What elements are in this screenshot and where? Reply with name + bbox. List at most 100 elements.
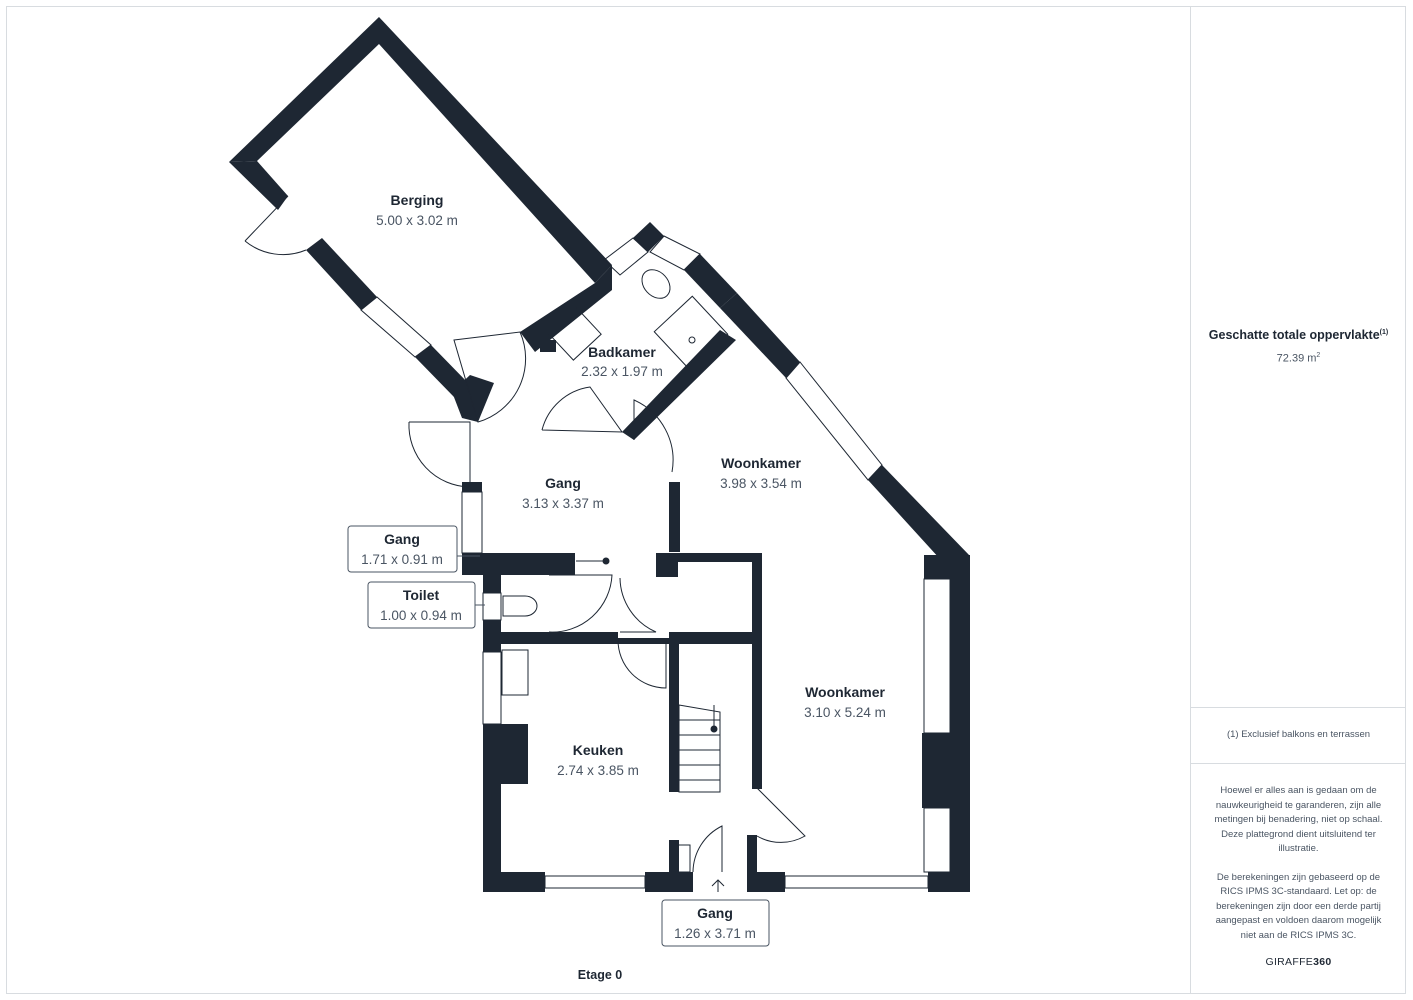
footnote: (1) Exclusief balkons en terrassen — [1226, 729, 1371, 740]
woonkamer-wall-diagonal-1 — [720, 293, 800, 378]
keuken-sink — [501, 649, 529, 696]
callout-gang-small: Gang 1.71 x 0.91 m — [347, 525, 480, 573]
door-gang-mid — [619, 577, 657, 633]
callout-dim-toilet: 1.00 x 0.94 m — [380, 608, 462, 623]
keuken-wall-top — [483, 638, 669, 644]
window-bottom-woonkamer — [784, 875, 929, 889]
bath-sink — [548, 307, 602, 361]
badkamer-wall-inner — [622, 330, 736, 440]
room-dim-gang: 3.13 x 3.37 m — [522, 496, 604, 511]
hall-wall-right — [752, 553, 762, 789]
brand-suffix: 360 — [1313, 956, 1332, 968]
woonkamer-wall-right-2 — [950, 555, 970, 892]
door-keuken — [617, 639, 667, 689]
gang-mid-block — [656, 553, 678, 577]
callout-dim-gang-hall: 1.26 x 3.71 m — [674, 926, 756, 941]
woonkamer-wall-diagonal-2 — [868, 465, 970, 570]
gang-mid-wall — [656, 553, 762, 562]
door-gang-berging — [453, 331, 527, 423]
bottom-wall-right — [928, 872, 970, 892]
room-name-keuken: Keuken — [573, 742, 624, 758]
berging-wall-top — [229, 17, 612, 283]
door-front-left — [408, 421, 471, 488]
total-area-note-ref: (1) — [1379, 328, 1389, 336]
switch-hall — [671, 844, 691, 873]
page-frame — [6, 6, 1406, 994]
window-bottom-keuken — [544, 875, 646, 889]
disclaimer-paragraph-2: De berekeningen zijn gebaseerd op de RIC… — [1215, 871, 1382, 941]
window-gang-left — [461, 491, 483, 554]
callout-name-gang-hall: Gang — [697, 905, 733, 921]
berging-wall-right — [520, 265, 612, 352]
toilet-bowl — [502, 595, 538, 617]
window-woonkamer-diagonal — [785, 361, 883, 481]
room-labels: Berging 5.00 x 3.02 m Badkamer 2.32 x 1.… — [376, 192, 886, 778]
hall-wall-left-2 — [669, 840, 679, 892]
room-dim-woonkamer-2: 3.10 x 5.24 m — [804, 705, 886, 720]
badkamer-wall-top — [633, 222, 664, 252]
hall-wall-right-2 — [747, 835, 757, 892]
window-woonkamer-right-b — [923, 807, 951, 873]
keuken-wall-block — [483, 724, 528, 784]
window-woonkamer-right-a — [923, 578, 951, 734]
door-berging — [244, 195, 307, 256]
door-woonkamer-top — [633, 399, 674, 473]
walls — [229, 17, 970, 892]
door-woonkamer-bottom — [756, 787, 806, 843]
door-toilet — [548, 574, 613, 633]
callout-toilet: Toilet 1.00 x 0.94 m — [367, 581, 485, 629]
callout-name-gang-small: Gang — [384, 531, 420, 547]
door-front-bottom — [711, 879, 725, 892]
room-dim-keuken: 2.74 x 3.85 m — [557, 763, 639, 778]
total-area-unit-sup: 2 — [1316, 352, 1321, 359]
badkamer-wall-right — [684, 254, 737, 308]
total-area-value-text: 72.39 m — [1276, 352, 1317, 365]
total-area-value: 72.39 m2 — [1191, 352, 1406, 365]
fixtures — [501, 269, 729, 873]
room-name-gang: Gang — [545, 475, 581, 491]
shower-drain — [688, 336, 696, 344]
callouts: Gang 1.71 x 0.91 m Toilet 1.00 x 0.94 m … — [347, 525, 770, 947]
bath-toilet — [641, 269, 671, 299]
gang-wall-left-v — [462, 482, 482, 492]
toilet-wall-left-1 — [483, 553, 501, 593]
woonkamer-wall-right-3 — [922, 733, 952, 808]
window-berging — [360, 296, 432, 358]
disclaimer: Hoewel er alles aan is gedaan om de nauw… — [1207, 784, 1390, 957]
window-toilet — [482, 592, 502, 621]
light-point-1 — [602, 557, 610, 565]
badkamer-corner — [540, 340, 556, 352]
brand-logo: GIRAFFE360 — [1191, 956, 1406, 968]
info-panel: Geschatte totale oppervlakte(1) 72.39 m2… — [1190, 6, 1406, 994]
door-hall-bottom — [692, 825, 723, 873]
room-name-badkamer: Badkamer — [588, 344, 656, 360]
light-point-2 — [710, 725, 718, 733]
window-badkamer-top — [603, 237, 649, 276]
room-dim-woonkamer-1: 3.98 x 3.54 m — [720, 476, 802, 491]
shower — [653, 295, 729, 371]
callout-name-toilet: Toilet — [403, 587, 440, 603]
hall-wall-top — [669, 632, 762, 644]
room-name-woonkamer-1: Woonkamer — [721, 455, 801, 471]
berging-wall-left-upper — [229, 161, 288, 210]
windows — [360, 235, 951, 889]
callout-gang-hall: Gang 1.26 x 3.71 m — [661, 899, 770, 947]
room-name-berging: Berging — [391, 192, 444, 208]
doors — [244, 195, 806, 892]
stairs — [678, 704, 721, 793]
room-dim-badkamer: 2.32 x 1.97 m — [581, 364, 663, 379]
room-name-woonkamer-2: Woonkamer — [805, 684, 885, 700]
disclaimer-paragraph-1: Hoewel er alles aan is gedaan om de nauw… — [1214, 785, 1383, 854]
panel-divider-2 — [1191, 763, 1406, 764]
hall-wall-left — [669, 632, 679, 792]
callout-dim-gang-small: 1.71 x 0.91 m — [361, 552, 443, 567]
berging-wall-bottom — [415, 345, 470, 397]
total-area-title: Geschatte totale oppervlakte(1) — [1191, 328, 1406, 342]
window-keuken-left — [482, 651, 502, 725]
door-badkamer — [541, 386, 623, 433]
berging-corner — [452, 375, 494, 422]
floor-label: Etage 0 — [577, 968, 623, 982]
total-area-title-text: Geschatte totale oppervlakte — [1208, 328, 1380, 342]
room-dim-berging: 5.00 x 3.02 m — [376, 213, 458, 228]
